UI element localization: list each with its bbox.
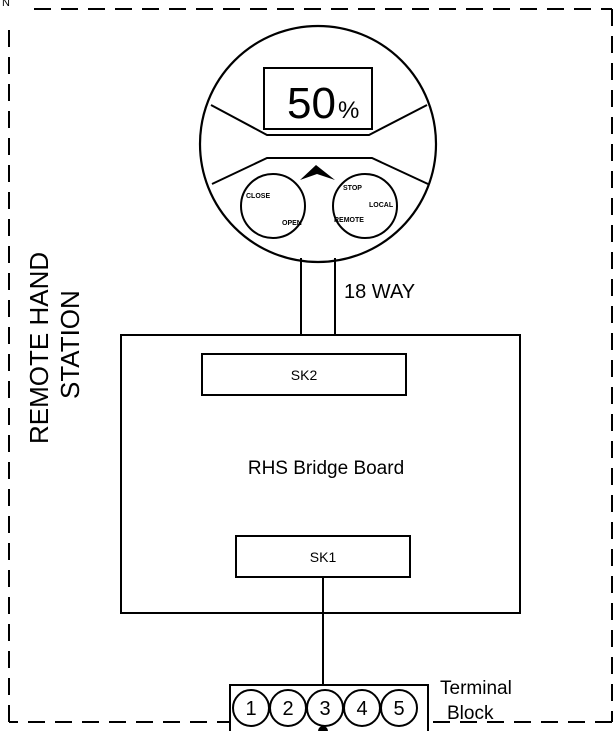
terminal-4-label: 4 xyxy=(356,698,367,720)
sk2-label: SK2 xyxy=(291,367,318,383)
knob-remote-label: REMOTE xyxy=(334,217,364,224)
terminal-block-label-line1: Terminal xyxy=(440,678,512,699)
terminal-2-label: 2 xyxy=(282,698,293,720)
terminal-3-label: 3 xyxy=(319,698,330,720)
terminal-5-label: 5 xyxy=(393,698,404,720)
cable-label: 18 WAY xyxy=(344,281,415,303)
close-open-knob[interactable] xyxy=(240,173,306,239)
terminal-5 xyxy=(380,689,418,727)
display-unit: % xyxy=(338,97,359,124)
hand-station-housing: 50 % CLOSE OPEN STOP LOCAL REMOTE xyxy=(198,24,438,264)
ribbon-cable xyxy=(300,258,336,335)
display-window xyxy=(263,67,373,130)
terminal-1-label: 1 xyxy=(245,698,256,720)
knob-local-label: LOCAL xyxy=(369,202,394,209)
terminal-group: 1 2 3 4 5 xyxy=(232,689,418,727)
corner-fragment-text: N xyxy=(2,0,10,9)
side-title: REMOTE HAND xyxy=(24,252,54,444)
housing-upper-line xyxy=(210,104,428,136)
sk1-label: SK1 xyxy=(310,549,337,565)
housing-circle xyxy=(198,24,438,264)
display-value: 50 xyxy=(287,79,336,128)
side-title-2: STATION xyxy=(55,290,85,399)
indicator-arrow-icon xyxy=(300,165,335,180)
knob-open-label: OPEN xyxy=(282,220,302,227)
wire-junction-dot xyxy=(318,726,328,731)
side-title-line2: STATION xyxy=(55,290,85,399)
knob-stop-label: STOP xyxy=(343,185,362,192)
side-title-line1: REMOTE HAND xyxy=(24,252,54,444)
board-title: RHS Bridge Board xyxy=(248,458,404,479)
sk1-connector xyxy=(235,535,411,578)
stop-local-remote-knob[interactable] xyxy=(332,173,398,239)
knob-close-label: CLOSE xyxy=(246,193,270,200)
sk2-connector xyxy=(201,353,407,396)
housing-lower-line xyxy=(211,157,429,185)
terminal-block-label-line2: Block xyxy=(447,703,494,724)
